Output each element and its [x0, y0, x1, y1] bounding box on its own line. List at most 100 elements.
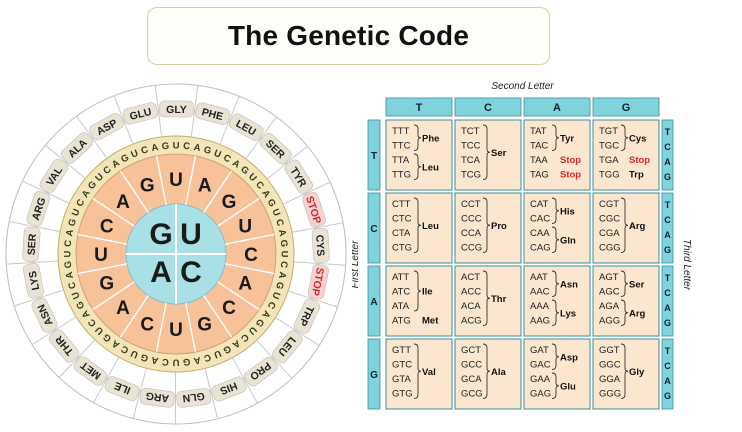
codon-cell — [592, 338, 660, 410]
third-letter-value: A — [664, 303, 671, 313]
amino-acid-tag-bg — [244, 356, 278, 387]
wheel-second-base: U — [238, 216, 252, 237]
codon-bracket — [551, 372, 560, 399]
codon-cell — [592, 192, 660, 264]
amino-acid-name: Leu — [422, 162, 439, 173]
third-letter-value: T — [665, 273, 671, 283]
wheel-third-base: C — [161, 356, 169, 368]
amino-acid-tag-bg — [159, 100, 194, 118]
codon-bracket — [620, 124, 629, 151]
wheel-third-base: A — [150, 354, 159, 366]
wheel-divider — [31, 316, 77, 346]
wheel-divider — [92, 281, 135, 311]
codon-bracket — [482, 197, 491, 253]
wheel-third-base: U — [212, 148, 223, 161]
third-letter-value: C — [664, 361, 671, 371]
amino-acid-name: Ala — [491, 367, 507, 378]
third-letter-value: G — [664, 172, 671, 182]
codon: ATC — [392, 287, 410, 298]
first-letter-label: First Letter — [352, 240, 361, 288]
wheel-divider — [291, 222, 344, 233]
third-letter-value: C — [664, 142, 671, 152]
codon: AGC — [599, 287, 620, 298]
codon: CTA — [392, 228, 411, 239]
amino-acid-tag-bg — [293, 298, 321, 334]
amino-acid-name: Trp — [629, 170, 644, 181]
wheel-third-base: A — [276, 271, 288, 280]
codon: AGG — [599, 316, 620, 327]
amino-acid-tag-bg — [176, 388, 212, 408]
wheel-third-base: A — [259, 188, 272, 200]
amino-acid-tag-bg — [302, 192, 326, 228]
wheel-divider — [185, 302, 197, 353]
wheel-third-base: U — [129, 347, 140, 360]
wheel-third-base: C — [273, 218, 286, 228]
amino-acid-name: Gln — [560, 235, 576, 246]
wheel-second-base: A — [116, 192, 130, 213]
amino-acid-tag-bg — [26, 191, 51, 227]
wheel-third-base: G — [273, 280, 286, 290]
codon-bracket — [413, 343, 422, 399]
wheel-third-base: G — [63, 260, 75, 268]
codon-bracket — [620, 270, 629, 297]
third-letter-value: G — [664, 318, 671, 328]
wheel-divider — [256, 339, 293, 379]
wheel-third-base: G — [221, 343, 233, 356]
codon: TTG — [392, 170, 411, 181]
amino-acid-tag-bg — [194, 102, 231, 125]
wheel-third-base: G — [182, 356, 190, 368]
amino-acid-name: Val — [422, 367, 436, 378]
wheel-third-base: C — [140, 144, 150, 157]
amino-acid-name: Tyr — [560, 133, 574, 144]
codon-bracket — [551, 124, 560, 151]
codon-cell — [523, 338, 591, 410]
wheel-third-base: U — [63, 250, 74, 257]
amino-acid-label: STOP — [309, 266, 326, 296]
third-letter-bar — [661, 265, 674, 337]
codon: ATA — [392, 301, 410, 312]
codon: GAG — [530, 389, 551, 400]
wheel-third-base: C — [278, 261, 290, 269]
wheel-third-base: A — [230, 337, 242, 350]
codon-cell — [592, 119, 660, 191]
wheel-divider — [77, 263, 128, 275]
wheel-divider — [76, 115, 108, 159]
title-box: The Genetic Code — [147, 7, 550, 65]
amino-acid-label: SER — [26, 233, 39, 256]
codon-bracket — [551, 270, 560, 297]
wheel-second-base: U — [94, 245, 108, 266]
codon: GGC — [599, 360, 621, 371]
first-letter-label-value: T — [371, 151, 377, 162]
codon: GCT — [461, 345, 481, 356]
amino-acid-name: Glu — [560, 381, 576, 392]
amino-acid-label: PHE — [200, 106, 224, 123]
first-letter-bar — [367, 338, 381, 410]
codon: ACA — [461, 301, 481, 312]
codon: GCG — [461, 389, 483, 400]
codon: AGA — [599, 301, 620, 312]
second-letter-header — [454, 97, 522, 117]
amino-acid-tag: HIS — [211, 376, 247, 402]
amino-acid-tag-bg — [22, 226, 41, 262]
codon: GTT — [392, 345, 411, 356]
amino-acid-tag-bg — [211, 376, 247, 402]
amino-acid-label: ARG — [145, 389, 170, 404]
codon: CGT — [599, 199, 619, 210]
amino-acid-name: Ile — [422, 287, 433, 298]
wheel-divider — [45, 144, 86, 179]
wheel-third-base: U — [172, 357, 179, 368]
wheel-divider — [185, 155, 197, 206]
amino-acid-tag-bg — [311, 227, 330, 263]
amino-acid-tag: CYS — [311, 227, 330, 263]
amino-acid-name: Thr — [491, 294, 507, 305]
third-letter-value: C — [664, 215, 671, 225]
wheel-divider — [219, 95, 240, 145]
wheel-divider — [217, 281, 260, 311]
wheel-second-base: G — [197, 314, 212, 335]
amino-acid-tag-bg — [60, 132, 94, 164]
amino-acid-label: LYS — [27, 270, 42, 291]
codon-bracket — [482, 343, 491, 399]
wheel-third-base: C — [74, 197, 87, 208]
codon: GAT — [530, 345, 549, 356]
amino-acid-name: Stop — [560, 155, 581, 166]
